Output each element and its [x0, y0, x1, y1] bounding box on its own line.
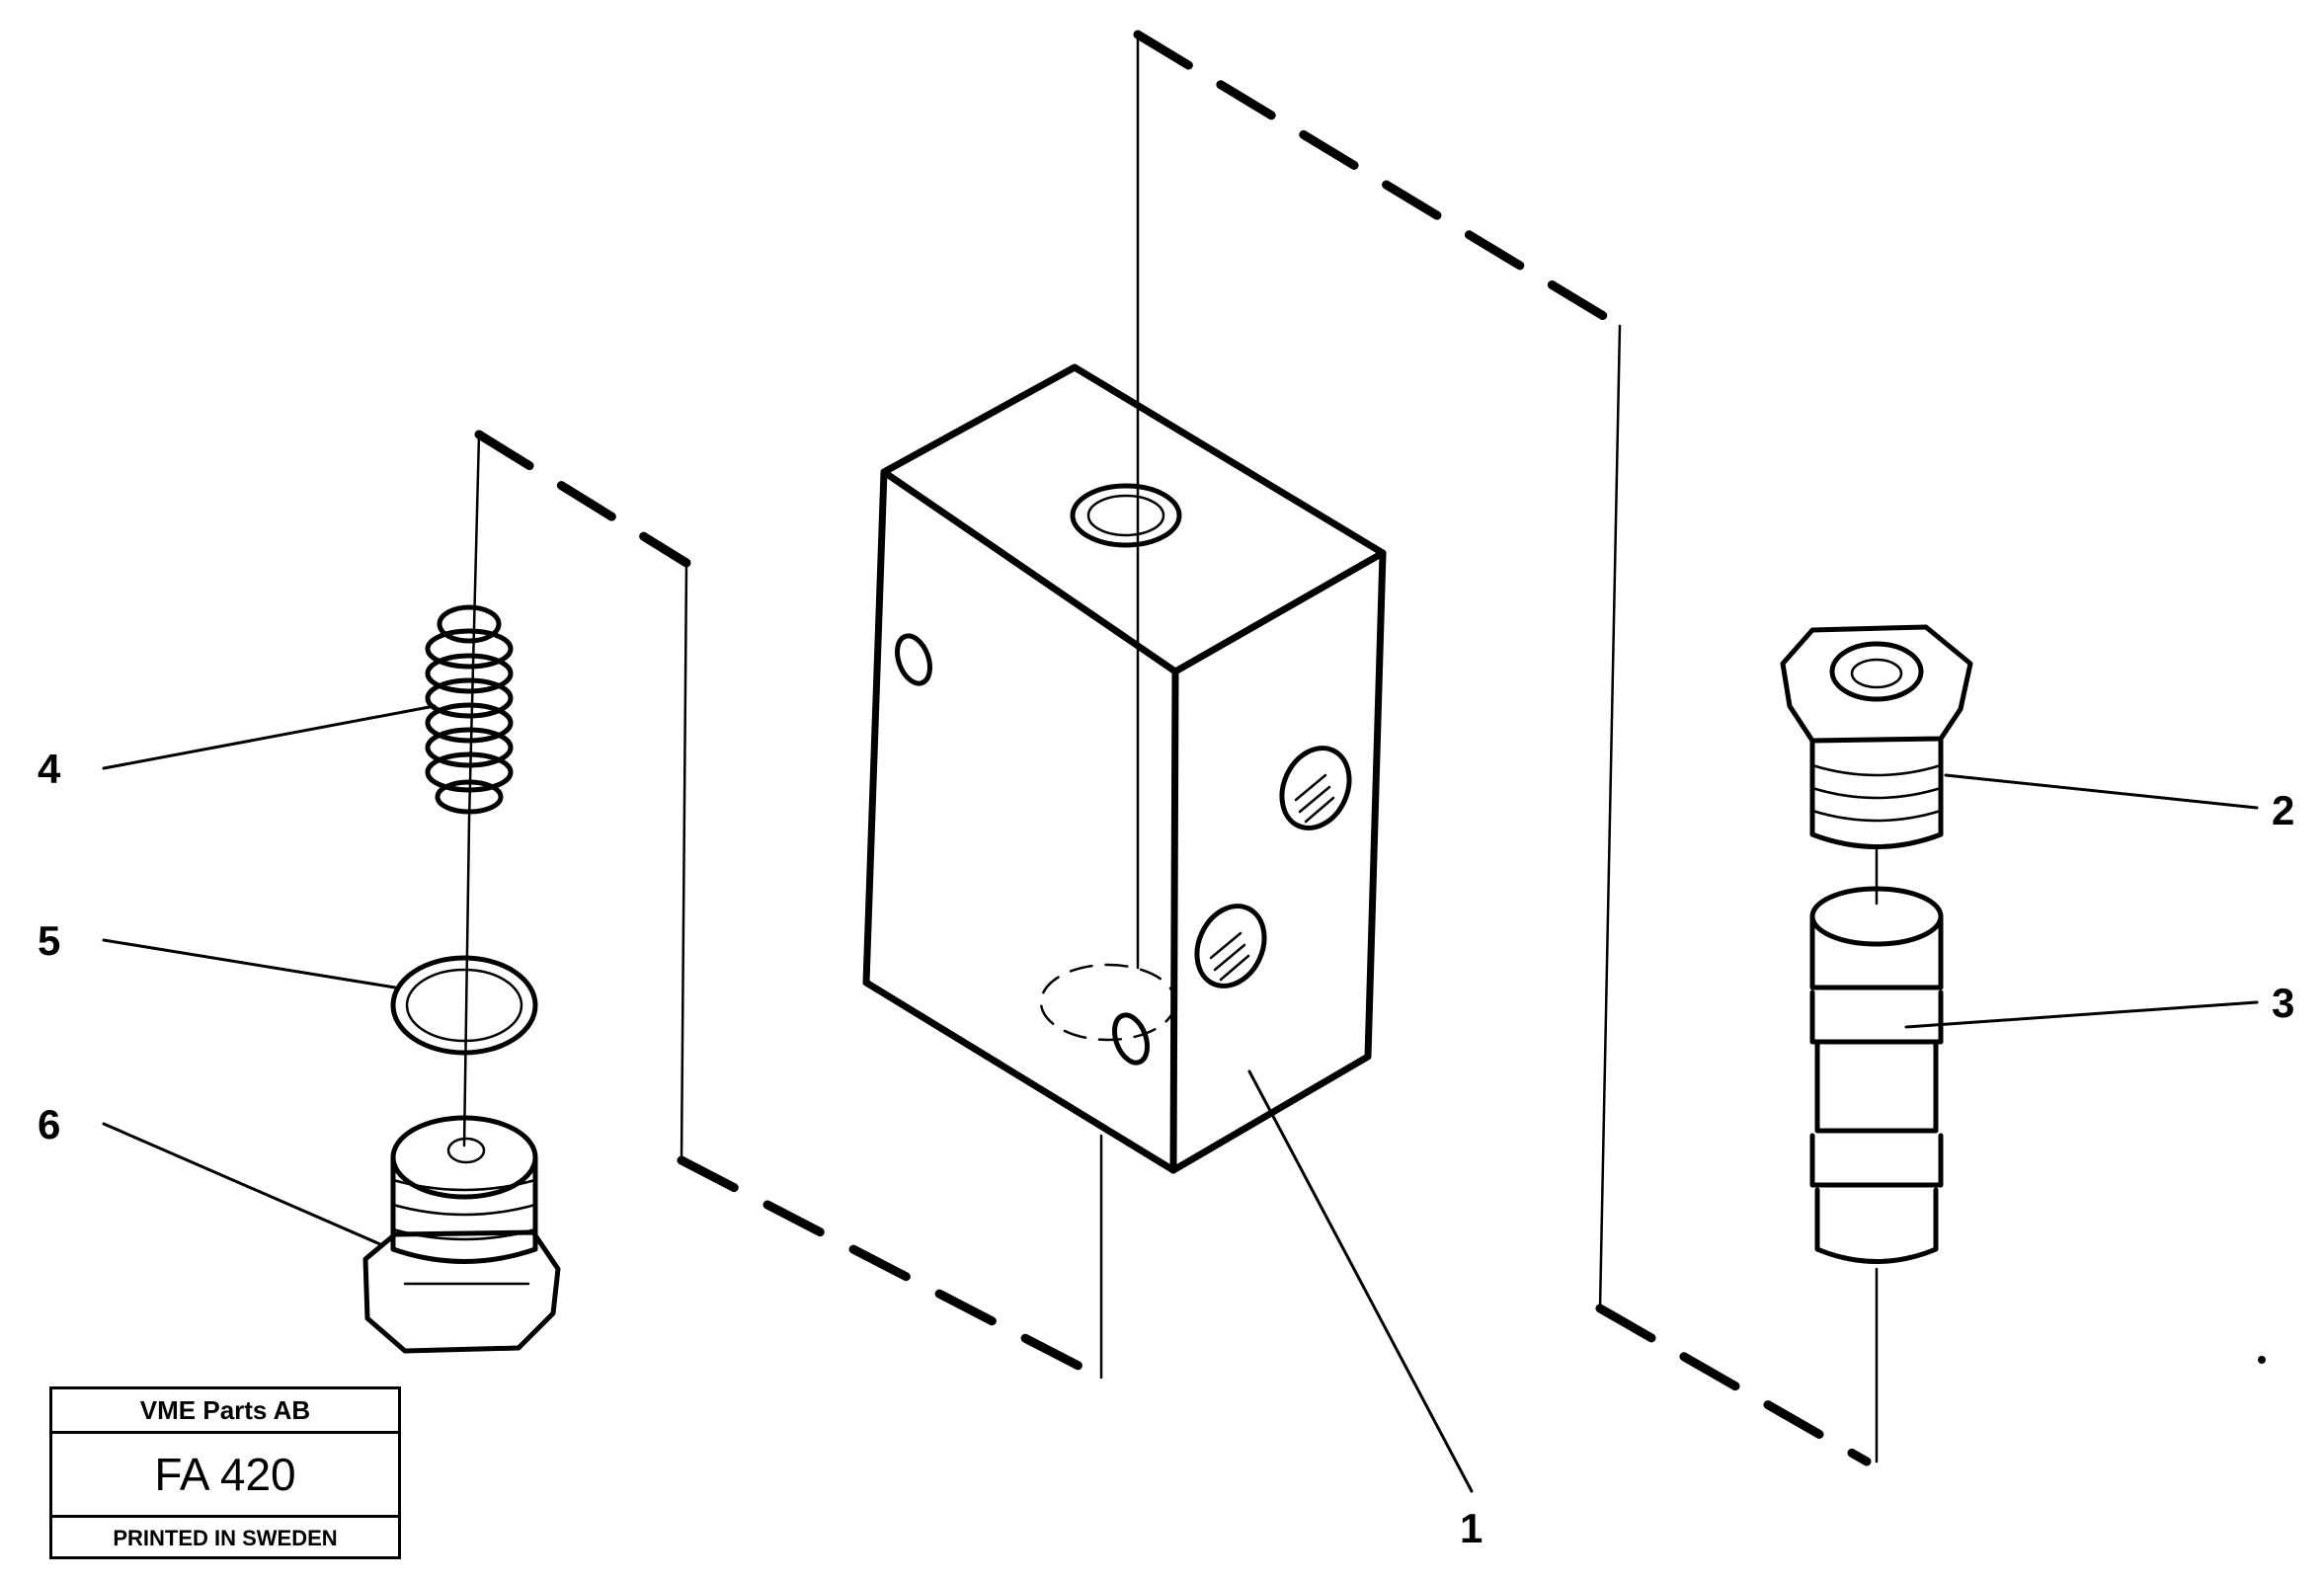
plug-part-6: [362, 1115, 561, 1354]
callout-4: 4: [38, 746, 61, 792]
title-block: VME Parts AB FA 420 PRINTED IN SWEDEN: [49, 1386, 401, 1559]
spool-part-3: [1809, 845, 1944, 1463]
exploded-plane-left: [467, 430, 1106, 1383]
leader-1: [1247, 1069, 1474, 1493]
plug-part-2: [1780, 624, 1973, 849]
leader-6: [102, 1122, 382, 1246]
leader-5: [102, 938, 397, 989]
callout-2: 2: [2272, 787, 2294, 833]
sealing-ring-part-5: [390, 955, 538, 1056]
callout-5: 5: [38, 917, 60, 964]
leader-4: [102, 704, 437, 770]
callout-1: 1: [1460, 1505, 1483, 1551]
leader-lines: [102, 704, 2259, 1493]
stray-dot: [2258, 1356, 2266, 1364]
leader-2: [1944, 773, 2259, 810]
valve-block: [862, 363, 1387, 1174]
title-block-company: VME Parts AB: [52, 1389, 398, 1434]
leader-3: [1904, 1000, 2259, 1029]
spring-part-4: [425, 604, 514, 1147]
title-block-printed: PRINTED IN SWEDEN: [113, 1526, 338, 1550]
callout-6: 6: [38, 1101, 60, 1147]
title-block-code: FA 420: [52, 1434, 398, 1518]
exploded-plane-right: [1133, 30, 1872, 1466]
callout-3: 3: [2272, 980, 2294, 1026]
